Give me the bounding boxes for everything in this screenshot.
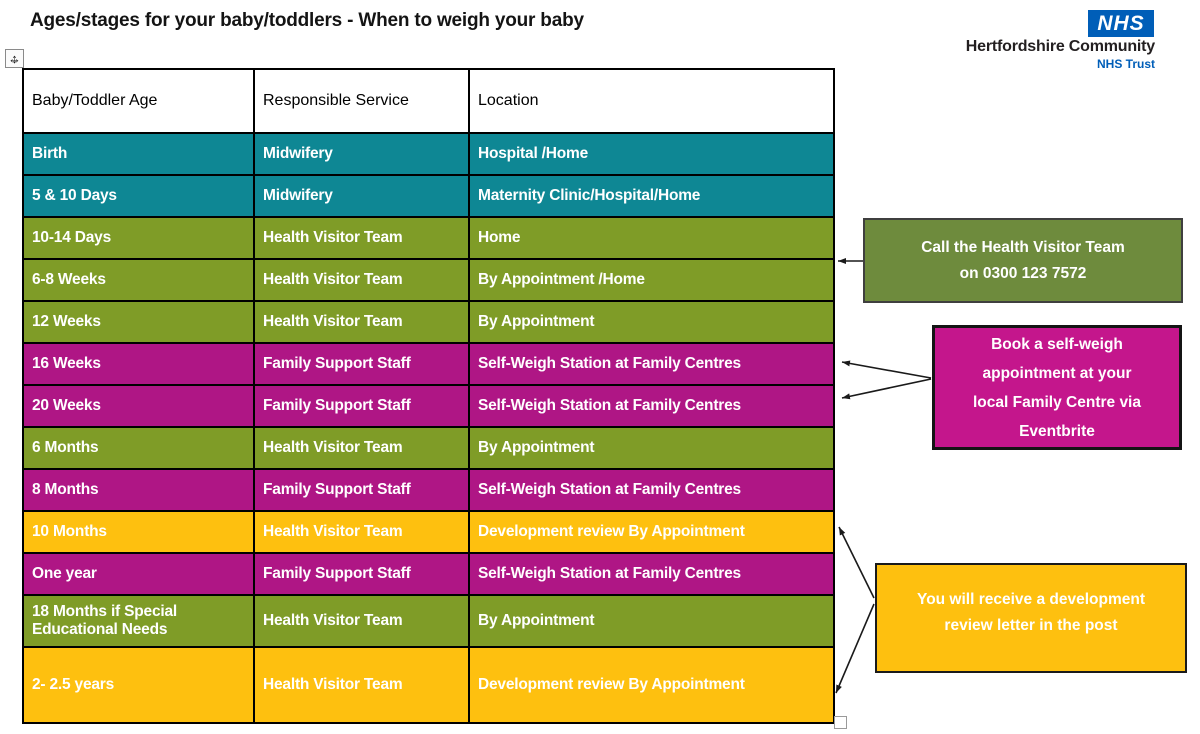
- arrow-self-weigh-20w: [841, 378, 932, 400]
- cell-age[interactable]: 10-14 Days: [22, 216, 255, 260]
- table-move-handle[interactable]: ↔ ↕: [5, 49, 24, 68]
- cell-age[interactable]: 6-8 Weeks: [22, 258, 255, 302]
- cell-location[interactable]: By Appointment: [468, 300, 835, 344]
- cell-service[interactable]: Family Support Staff: [253, 384, 470, 428]
- nhs-logo-text: NHS: [1097, 11, 1145, 35]
- cell-location[interactable]: Maternity Clinic/Hospital/Home: [468, 174, 835, 218]
- cell-service[interactable]: Health Visitor Team: [253, 594, 470, 648]
- cell-service[interactable]: Midwifery: [253, 174, 470, 218]
- nhs-org-name: Hertfordshire Community: [965, 38, 1155, 55]
- callout-self-weigh[interactable]: Book a self-weigh appointment at your lo…: [932, 325, 1182, 450]
- cell-age[interactable]: 8 Months: [22, 468, 255, 512]
- arrow-review-2y: [835, 603, 875, 694]
- cell-age[interactable]: 2- 2.5 years: [22, 646, 255, 724]
- cell-location[interactable]: Development review By Appointment: [468, 646, 835, 724]
- cell-age[interactable]: 12 Weeks: [22, 300, 255, 344]
- callout-line: appointment at your: [982, 364, 1132, 382]
- arrow-review-10m: [838, 526, 875, 599]
- callout-line: You will receive a development: [917, 591, 1145, 608]
- nhs-logo-icon: NHS: [1088, 10, 1154, 37]
- cell-location[interactable]: Self-Weigh Station at Family Centres: [468, 468, 835, 512]
- cell-service[interactable]: Health Visitor Team: [253, 646, 470, 724]
- cell-service[interactable]: Health Visitor Team: [253, 300, 470, 344]
- callout-line: Call the Health Visitor Team: [921, 238, 1125, 256]
- cell-service[interactable]: Family Support Staff: [253, 552, 470, 596]
- cell-age[interactable]: 5 & 10 Days: [22, 174, 255, 218]
- callout-line: review letter in the post: [944, 617, 1118, 634]
- callout-health-visitor[interactable]: Call the Health Visitor Team on 0300 123…: [863, 218, 1183, 303]
- cell-age[interactable]: Birth: [22, 132, 255, 176]
- cell-service[interactable]: Family Support Staff: [253, 342, 470, 386]
- cell-age[interactable]: One year: [22, 552, 255, 596]
- callout-development-review[interactable]: You will receive a development review le…: [875, 563, 1187, 673]
- col-header-service[interactable]: Responsible Service: [253, 68, 470, 134]
- col-header-age[interactable]: Baby/Toddler Age: [22, 68, 255, 134]
- cell-age[interactable]: 6 Months: [22, 426, 255, 470]
- move-vertical-icon: ↕: [11, 51, 18, 66]
- arrow-self-weigh-16w: [841, 360, 932, 379]
- cell-location[interactable]: By Appointment: [468, 426, 835, 470]
- cell-service[interactable]: Health Visitor Team: [253, 258, 470, 302]
- cell-location[interactable]: Self-Weigh Station at Family Centres: [468, 552, 835, 596]
- cell-location[interactable]: Hospital /Home: [468, 132, 835, 176]
- nhs-trust-label: NHS Trust: [1096, 57, 1155, 71]
- cell-location[interactable]: Self-Weigh Station at Family Centres: [468, 384, 835, 428]
- col-header-location[interactable]: Location: [468, 68, 835, 134]
- cell-location[interactable]: By Appointment /Home: [468, 258, 835, 302]
- cell-location[interactable]: Home: [468, 216, 835, 260]
- cell-service[interactable]: Midwifery: [253, 132, 470, 176]
- callout-line: Book a self-weigh: [991, 335, 1123, 353]
- header-row: Baby/Toddler Age Responsible Service Loc…: [22, 68, 835, 134]
- cell-age[interactable]: 18 Months if Special Educational Needs: [22, 594, 255, 648]
- callout-line: on 0300 123 7572: [959, 264, 1087, 282]
- cell-service[interactable]: Health Visitor Team: [253, 510, 470, 554]
- callout-line: local Family Centre via: [973, 393, 1141, 411]
- cell-service[interactable]: Family Support Staff: [253, 468, 470, 512]
- cell-location[interactable]: By Appointment: [468, 594, 835, 648]
- page-title: Ages/stages for your baby/toddlers - Whe…: [30, 10, 584, 31]
- cell-service[interactable]: Health Visitor Team: [253, 216, 470, 260]
- cell-age[interactable]: 16 Weeks: [22, 342, 255, 386]
- cell-location[interactable]: Self-Weigh Station at Family Centres: [468, 342, 835, 386]
- cell-service[interactable]: Health Visitor Team: [253, 426, 470, 470]
- ages-stages-table: Baby/Toddler Age Responsible Service Loc…: [22, 68, 835, 724]
- callout-line: Eventbrite: [1019, 422, 1095, 440]
- move-horizontal-icon: ↔: [8, 51, 21, 66]
- cell-age[interactable]: 10 Months: [22, 510, 255, 554]
- cell-age[interactable]: 20 Weeks: [22, 384, 255, 428]
- table-resize-handle[interactable]: [834, 716, 847, 729]
- cell-location[interactable]: Development review By Appointment: [468, 510, 835, 554]
